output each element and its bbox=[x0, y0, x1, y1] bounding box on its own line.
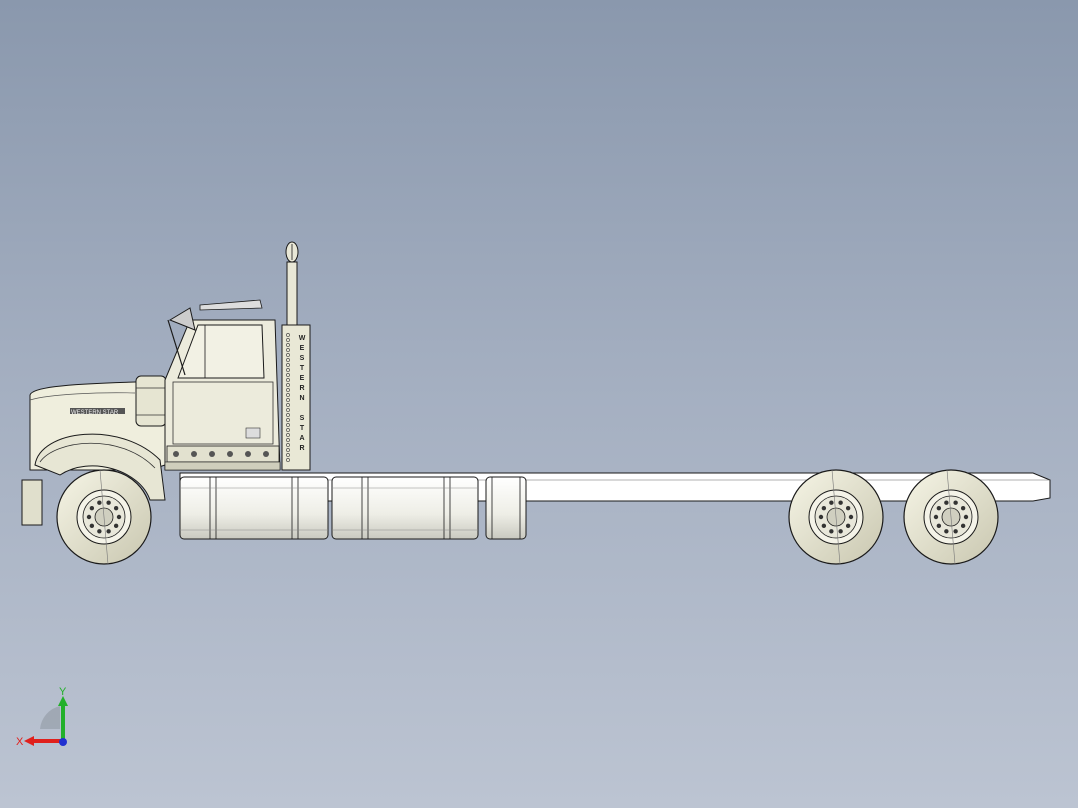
wheels bbox=[56, 469, 999, 565]
perforation-hole bbox=[286, 388, 290, 392]
stack-letter: A bbox=[299, 435, 304, 442]
hood: WESTERN STAR bbox=[21, 381, 166, 526]
stack-letter: E bbox=[300, 345, 305, 352]
perforation-hole bbox=[286, 363, 290, 367]
perforation-hole bbox=[286, 443, 290, 447]
rear-wheel-1 bbox=[788, 469, 884, 565]
triad-y-label: Y bbox=[59, 686, 67, 698]
heat-shield-perforations bbox=[286, 333, 290, 462]
perforation-hole bbox=[286, 453, 290, 457]
side-mirror bbox=[168, 307, 196, 331]
front-wheel bbox=[56, 469, 152, 565]
perforation-hole bbox=[286, 448, 290, 452]
perforation-hole bbox=[286, 358, 290, 362]
stack-heat-shield bbox=[281, 324, 311, 471]
hood-badge-text: WESTERN STAR bbox=[71, 410, 119, 416]
perforation-hole bbox=[286, 378, 290, 382]
stack-letter: W bbox=[299, 335, 306, 342]
triad-z-axis bbox=[59, 738, 67, 746]
perforation-hole bbox=[286, 398, 290, 402]
perforation-hole bbox=[286, 368, 290, 372]
perforation-hole bbox=[286, 408, 290, 412]
perforation-hole bbox=[286, 433, 290, 437]
stack-letter: T bbox=[300, 365, 305, 372]
battery-box bbox=[485, 476, 527, 540]
stack-letter: R bbox=[299, 385, 304, 392]
perforation-hole bbox=[286, 393, 290, 397]
perforation-hole bbox=[286, 418, 290, 422]
perforation-hole bbox=[286, 413, 290, 417]
hood-emblem bbox=[70, 408, 125, 414]
stack-letter: E bbox=[300, 375, 305, 382]
triad-x-arrowhead bbox=[24, 736, 34, 746]
air-cleaner bbox=[135, 375, 167, 427]
perforation-hole bbox=[286, 458, 290, 462]
fuel-tank-left bbox=[179, 476, 329, 540]
perforation-hole bbox=[286, 338, 290, 342]
perforation-hole bbox=[286, 343, 290, 347]
front-bumper bbox=[21, 479, 43, 526]
perforation-hole bbox=[286, 403, 290, 407]
fuel-tank-right bbox=[331, 476, 479, 540]
stack-letter: S bbox=[300, 415, 305, 422]
cab bbox=[164, 299, 281, 471]
perforation-hole bbox=[286, 348, 290, 352]
triad-x-label: X bbox=[16, 736, 24, 748]
stack-letter: S bbox=[300, 355, 305, 362]
perforation-hole bbox=[286, 428, 290, 432]
triad-y-arrowhead bbox=[58, 696, 68, 706]
perforation-hole bbox=[286, 353, 290, 357]
air-horns bbox=[199, 299, 263, 311]
perforation-hole bbox=[286, 438, 290, 442]
perforation-hole bbox=[286, 333, 290, 337]
stack-letter: R bbox=[299, 445, 304, 452]
step-panel bbox=[166, 445, 280, 463]
cab-window bbox=[177, 324, 265, 379]
marker-lights bbox=[173, 451, 269, 457]
rear-wheel-2 bbox=[903, 469, 999, 565]
triad-plane bbox=[40, 706, 60, 729]
cab-door bbox=[172, 381, 274, 445]
perforation-hole bbox=[286, 383, 290, 387]
stack-letter: N bbox=[299, 395, 304, 402]
coordinate-triad: Y X bbox=[16, 686, 68, 748]
perforation-hole bbox=[286, 423, 290, 427]
perforation-hole bbox=[286, 373, 290, 377]
stack-letter: T bbox=[300, 425, 305, 432]
